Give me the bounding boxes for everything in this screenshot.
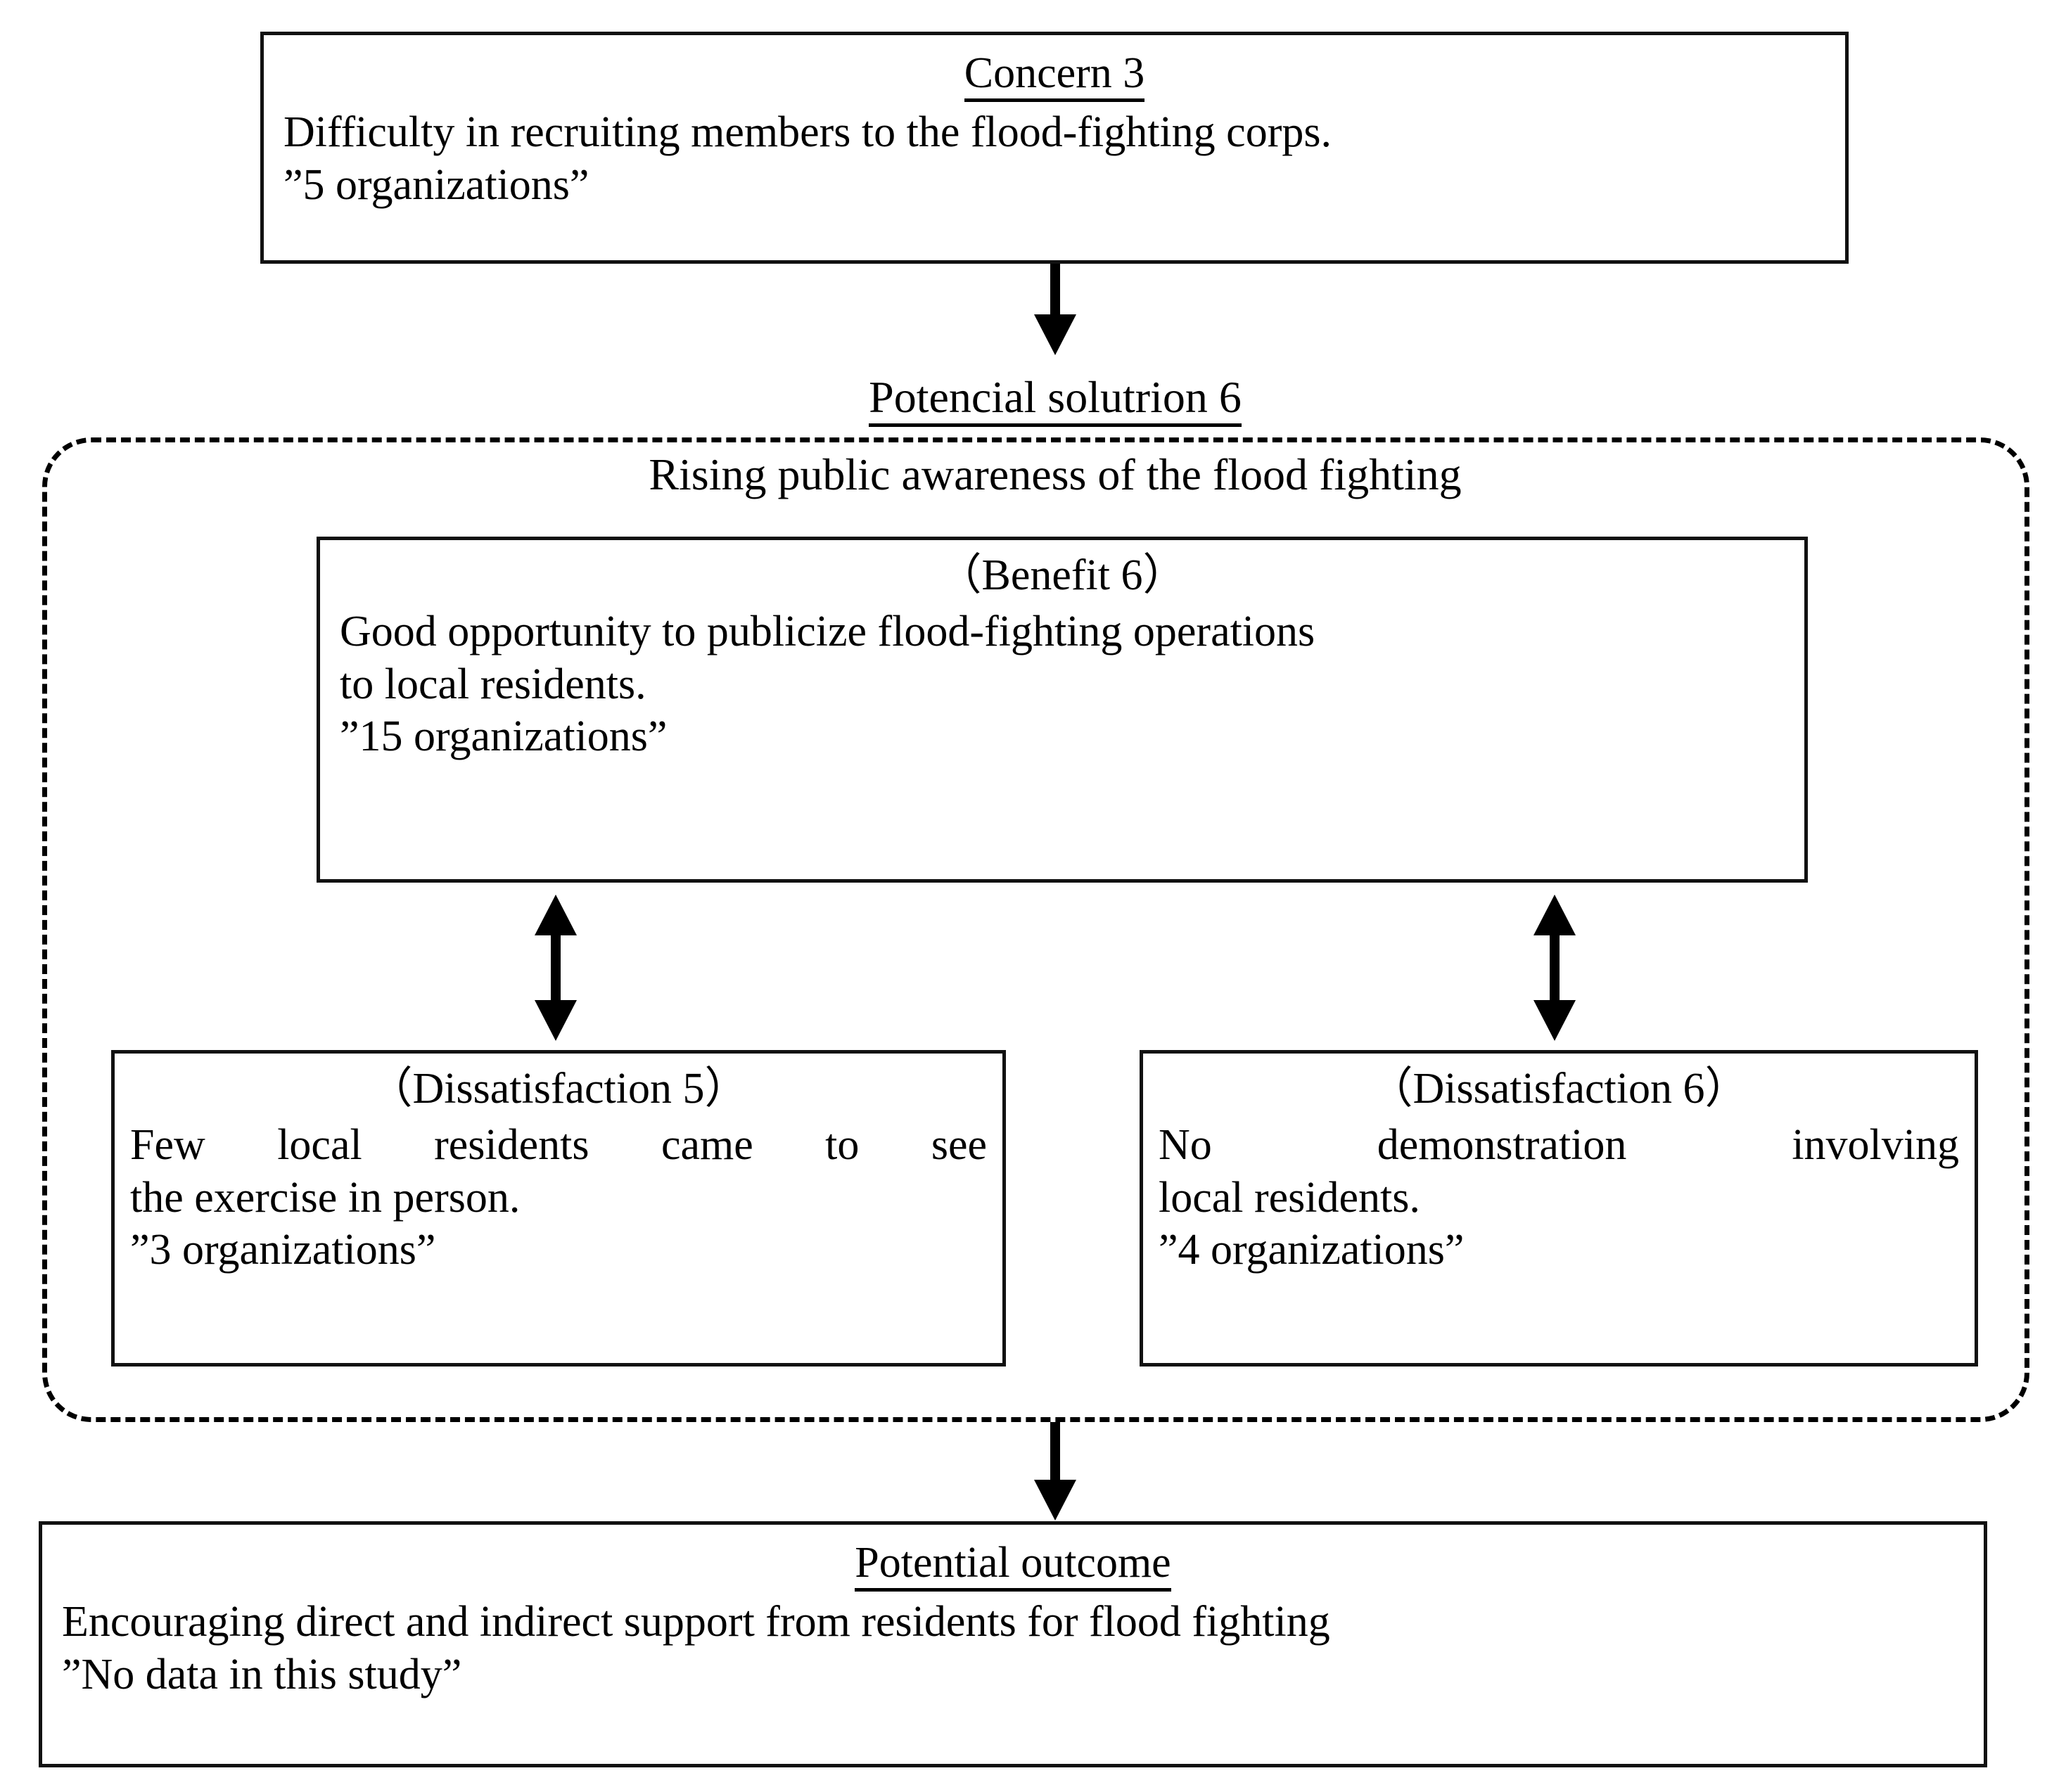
dissatisfaction6-box: （Dissatisfaction 6） No demonstration inv… bbox=[1140, 1050, 1978, 1367]
concern-heading: Concern 3 bbox=[283, 48, 1825, 102]
dissatisfaction5-line-3: ”3 organizations” bbox=[130, 1225, 436, 1274]
concern-box-content: Concern 3 Difficulty in recruiting membe… bbox=[264, 48, 1845, 211]
dissatisfaction5-line-1: Few local residents came to see bbox=[130, 1121, 987, 1170]
dissatisfaction6-line-1: No demonstration involving bbox=[1159, 1121, 1959, 1170]
dissatisfaction5-box-content: （Dissatisfaction 5） Few local residents … bbox=[115, 1063, 1002, 1276]
benefit-line-1: Good opportunity to publicize flood-figh… bbox=[340, 608, 1315, 656]
potential-outcome-heading: Potential outcome bbox=[62, 1537, 1964, 1592]
potential-solution-container bbox=[42, 437, 2029, 1422]
arrow-shaft bbox=[551, 930, 561, 1007]
dissatisfaction5-line-2: the exercise in person. bbox=[130, 1173, 521, 1222]
concern-line-1: Difficulty in recruiting members to the … bbox=[283, 108, 1332, 157]
arrow-head-down-icon bbox=[1034, 314, 1076, 355]
arrow-head-up-icon bbox=[1533, 895, 1576, 935]
potential-outcome-line-1: Encouraging direct and indirect support … bbox=[62, 1598, 1330, 1646]
arrow-shaft bbox=[1550, 930, 1560, 1007]
benefit-box: （Benefit 6） Good opportunity to publiciz… bbox=[317, 537, 1808, 883]
benefit-line-3: ”15 organizations” bbox=[340, 712, 668, 760]
benefit-heading: （Benefit 6） bbox=[938, 551, 1187, 599]
benefit-line-2: to local residents. bbox=[340, 660, 646, 708]
double-arrow-benefit-dissatisfaction6 bbox=[1526, 895, 1583, 1041]
dissatisfaction5-heading: （Dissatisfaction 5） bbox=[369, 1065, 748, 1113]
concern-heading-text: Concern 3 bbox=[964, 49, 1145, 102]
potential-outcome-box: Potential outcome Encouraging direct and… bbox=[39, 1521, 1987, 1767]
concern-box: Concern 3 Difficulty in recruiting membe… bbox=[260, 32, 1849, 264]
arrow-solution-to-outcome bbox=[1027, 1422, 1083, 1528]
arrow-head-up-icon bbox=[535, 895, 577, 935]
potential-solution-subtitle: Rising public awareness of the flood fig… bbox=[649, 449, 1462, 499]
double-arrow-benefit-dissatisfaction5 bbox=[528, 895, 584, 1041]
potential-solution-heading: Potencial solutrion 6 bbox=[852, 372, 1258, 427]
arrow-concern-to-solution bbox=[1027, 264, 1083, 355]
dissatisfaction6-line-3: ”4 organizations” bbox=[1159, 1225, 1465, 1274]
arrow-shaft bbox=[1050, 1422, 1060, 1485]
potential-solution-heading-wrap: Potencial solutrion 6 bbox=[450, 372, 1660, 427]
dissatisfaction6-box-content: （Dissatisfaction 6） No demonstration inv… bbox=[1143, 1063, 1975, 1276]
dissatisfaction6-heading: （Dissatisfaction 6） bbox=[1369, 1065, 1749, 1113]
potential-outcome-heading-text: Potential outcome bbox=[855, 1539, 1171, 1592]
concern-line-2: ”5 organizations” bbox=[283, 160, 589, 209]
dissatisfaction5-box: （Dissatisfaction 5） Few local residents … bbox=[111, 1050, 1006, 1367]
potential-outcome-line-2: ”No data in this study” bbox=[62, 1650, 462, 1698]
benefit-box-content: （Benefit 6） Good opportunity to publiciz… bbox=[320, 550, 1804, 762]
arrow-head-down-icon bbox=[535, 1000, 577, 1041]
potential-solution-heading-text: Potencial solutrion 6 bbox=[869, 372, 1242, 427]
arrow-head-down-icon bbox=[1533, 1000, 1576, 1041]
dissatisfaction6-line-2: local residents. bbox=[1159, 1173, 1420, 1222]
arrow-head-down-icon bbox=[1034, 1480, 1076, 1521]
arrow-shaft bbox=[1050, 264, 1060, 316]
potential-outcome-box-content: Potential outcome Encouraging direct and… bbox=[42, 1537, 1984, 1701]
